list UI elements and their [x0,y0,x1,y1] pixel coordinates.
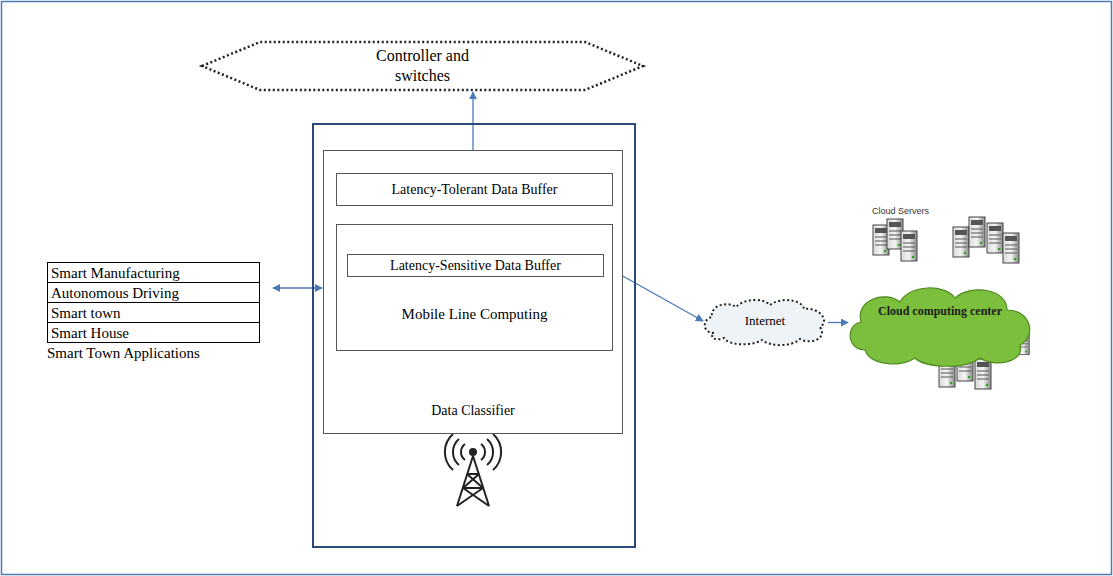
node-text: Mobile Line Computing [402,305,548,350]
connector-arrow [472,92,473,150]
base-station-box [313,124,635,547]
buffer-box: Latency-Sensitive Data Buffer [347,254,604,277]
servers-label: Cloud Servers [872,206,929,217]
application-box: Autonomous Driving [47,282,260,303]
node-text: Smart town [51,304,121,322]
node-text: Autonomous Driving [51,284,179,302]
connector-arrow [828,322,848,323]
node-text: Smart Town Applications [47,344,272,362]
buffer-box: Latency-Tolerant Data Buffer [336,173,613,206]
node-text: Data Classifier [431,402,515,419]
application-box: Smart town [47,302,260,323]
node-text: Latency-Sensitive Data Buffer [390,257,561,274]
node-text: Internet [745,313,785,329]
node-text: Cloud computing center [878,304,1002,319]
node-text: Smart Manufacturing [51,264,180,282]
internet-cloud: Internet [700,297,830,345]
tower-icon [445,434,501,506]
gcloud-path [850,288,1030,366]
node-text: Latency-Tolerant Data Buffer [392,181,558,198]
hex-path [202,42,643,90]
application-box: Smart House [47,322,260,343]
application-box: Smart Manufacturing [47,262,260,283]
node-text: Controller and switches [368,46,478,86]
computing-box: Mobile Line Computing Latency-Sensitive D… [336,224,613,351]
dcloud-path [705,300,824,345]
data-classifier-box: Data Classifier Latency-Tolerant Data Buf… [323,150,623,434]
application-group: Smart Town Applications Smart Manufacturi… [47,262,272,364]
connector-arrow [273,287,322,288]
controller-hexagon: Controller and switches [200,40,645,92]
gcloud-outline [845,280,1035,365]
node-text: Smart House [51,324,129,342]
cloud-computing-center: Cloud computing center [845,280,1035,365]
